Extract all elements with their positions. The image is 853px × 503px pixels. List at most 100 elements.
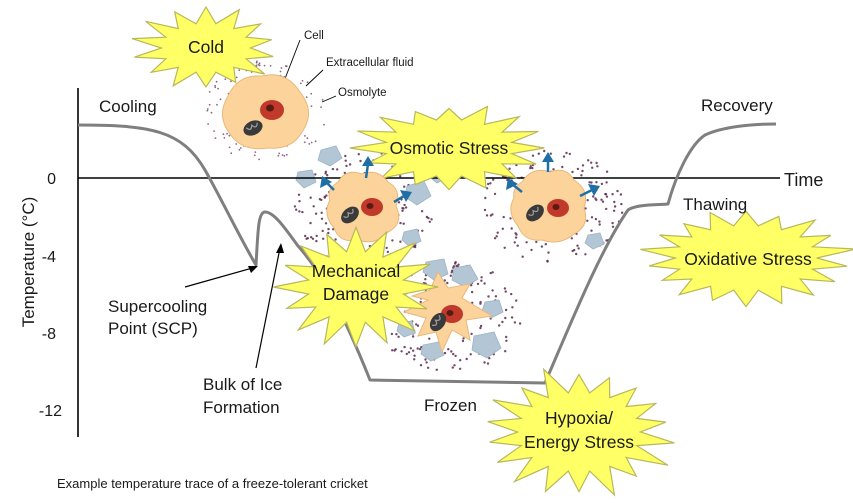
osmolyte-dot <box>258 62 261 65</box>
osmolyte-dot <box>401 207 404 210</box>
osmolyte-dot <box>311 237 315 240</box>
osmolyte-dot <box>605 170 609 173</box>
osmolyte-dot <box>604 193 608 196</box>
osmolyte-dot <box>605 207 608 211</box>
ice-crystal <box>471 331 502 359</box>
cooling-label: Cooling <box>99 97 157 116</box>
osmolyte-dot <box>226 132 229 135</box>
osmolyte-dot <box>544 243 547 246</box>
osmolyte-dot <box>403 203 406 207</box>
osmolyte-dot <box>214 137 217 140</box>
osmolyte-dot <box>455 264 458 268</box>
osmolyte-dot <box>413 354 416 357</box>
osmolyte-dot <box>480 279 483 282</box>
osmolyte-dot <box>613 205 617 208</box>
osmolyte-dot <box>584 207 587 210</box>
osmolyte-dot <box>284 65 287 67</box>
osmolyte-dot <box>324 172 327 175</box>
osmolyte-dot <box>577 247 580 250</box>
osmolyte-dot <box>253 154 256 157</box>
osmolyte-dot <box>416 347 419 350</box>
osmolyte-dot <box>584 253 587 256</box>
osmolyte-dot <box>394 348 397 351</box>
osmolyte-dot <box>581 169 584 173</box>
osmolyte-dot <box>454 261 457 264</box>
osmolyte-dot <box>454 354 457 358</box>
osmolyte-dot <box>619 193 623 196</box>
osmolyte-dot <box>298 200 301 203</box>
cold-starburst <box>131 5 274 88</box>
osmolyte-dot <box>486 362 490 365</box>
osmolyte-dot <box>546 260 549 263</box>
mechanical-damage-starburst <box>273 225 439 349</box>
osmolyte-dot <box>306 137 309 140</box>
osmolyte-dot <box>510 316 514 319</box>
osmolyte-dot <box>493 237 497 240</box>
osmolyte-dot <box>301 210 304 214</box>
osmolyte-dot <box>310 92 313 95</box>
osmolyte-dot <box>295 208 298 211</box>
osmolyte-dot <box>598 223 601 226</box>
osmolyte-dot <box>315 234 318 238</box>
osmolyte-dot <box>491 271 494 274</box>
ice-formation-arrow-head <box>276 243 284 253</box>
osmolyte-dot <box>391 239 394 242</box>
osmolyte-dot <box>401 209 404 212</box>
osmolyte-dot <box>285 153 288 156</box>
osmolyte-dot <box>230 80 232 83</box>
osmolyte-dot <box>491 213 494 216</box>
osmolyte-dot <box>543 149 546 153</box>
osmolyte-dot <box>501 227 504 230</box>
cell-legend-cell: Cell <box>304 30 324 42</box>
osmolyte-dot <box>426 366 430 369</box>
osmolyte-dot <box>514 236 518 239</box>
osmolyte-dot <box>600 198 603 201</box>
osmolyte-dot <box>327 227 330 231</box>
osmolyte-dot <box>297 193 301 196</box>
osmolyte-dot <box>235 76 238 79</box>
osmolyte-dot <box>304 135 306 137</box>
osmolyte-dot <box>568 152 571 156</box>
scp-arrow <box>184 266 257 288</box>
osmolyte-dot <box>547 251 550 254</box>
osmolyte-dot <box>470 332 473 336</box>
osmolyte-dot <box>327 231 330 235</box>
osmolyte-dot <box>451 269 454 272</box>
fluid-leader-line <box>305 69 324 87</box>
osmolyte-dot <box>595 181 598 184</box>
y-tick-minus12: -12 <box>39 403 62 420</box>
osmolyte-dot <box>612 209 616 212</box>
osmolyte-dot <box>616 189 619 193</box>
osmolyte-dot <box>321 98 324 101</box>
osmolyte-dot <box>279 70 282 73</box>
osmolyte-dot <box>293 205 297 208</box>
osmolyte-dot <box>222 133 225 136</box>
osmolyte-dot <box>308 143 311 145</box>
osmolyte-dot <box>397 201 401 204</box>
cell-shrunken-right <box>510 169 587 243</box>
osmolyte-dot <box>487 295 490 298</box>
osmolyte-dot <box>483 282 486 285</box>
osmolyte-dot <box>535 240 538 244</box>
osmolyte-dot <box>395 333 398 336</box>
osmolyte-dot <box>504 290 507 293</box>
osmolyte-dot <box>590 161 593 164</box>
cell-shrunken-left <box>326 171 400 243</box>
osmolyte-dot <box>592 195 595 198</box>
osmolyte-dot <box>404 206 408 209</box>
osmolyte-dot <box>412 349 415 352</box>
x-axis-label: Time <box>784 170 823 190</box>
osmolyte-dot <box>301 79 304 82</box>
osmolyte-dot <box>590 229 593 232</box>
osmolyte-dot <box>278 152 281 155</box>
osmolyte-dot <box>470 290 474 294</box>
osmolyte-dot <box>217 87 220 90</box>
osmolyte-dot <box>235 143 238 145</box>
figure-caption: Example temperature trace of a freeze-to… <box>57 476 368 491</box>
oxidative-stress-label: Oxidative Stress <box>684 249 812 269</box>
stress-starbursts-front <box>273 210 853 497</box>
osmolyte-dot <box>399 221 402 225</box>
osmolyte-dot <box>343 171 346 175</box>
osmolyte-dot <box>496 231 499 234</box>
osmolyte-dot <box>502 215 505 219</box>
